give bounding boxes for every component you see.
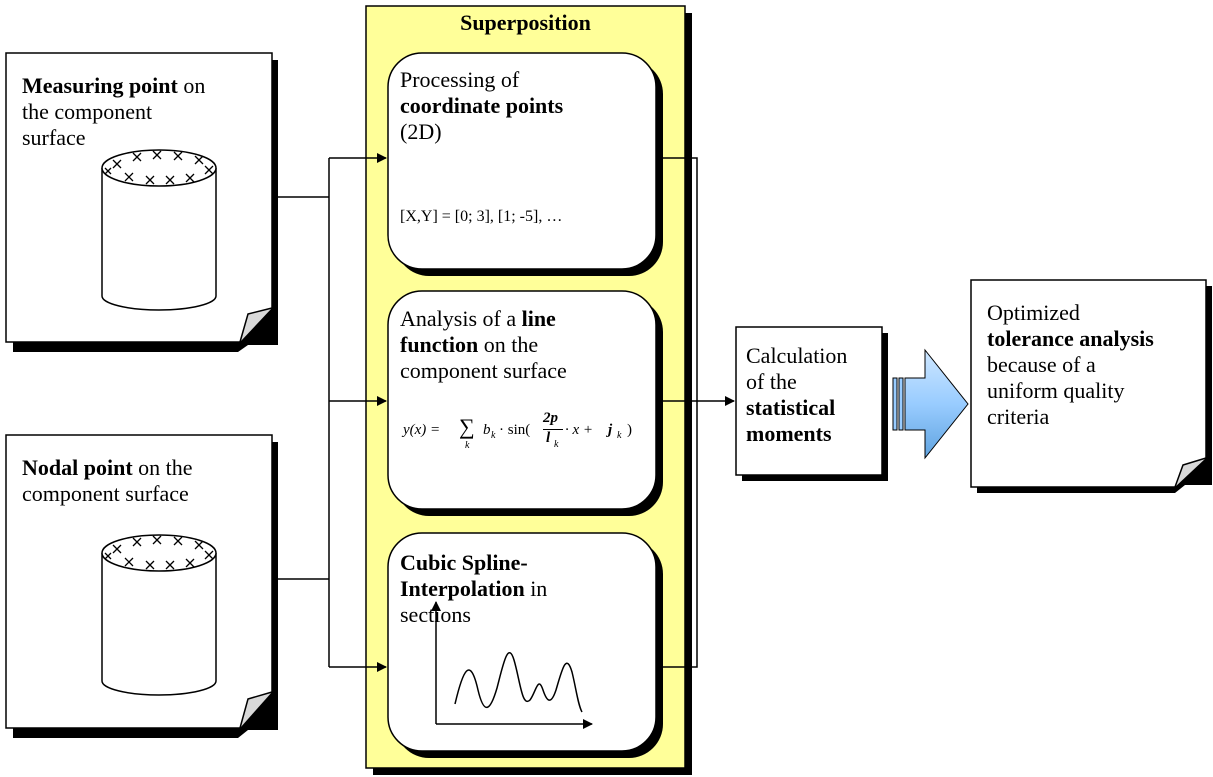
calc-bold1: statistical bbox=[746, 395, 836, 420]
connector-lines bbox=[272, 153, 735, 672]
box-line-pre: Analysis of a bbox=[400, 306, 522, 331]
superposition-title-text: Superposition bbox=[460, 10, 591, 35]
box-spline-line3: sections bbox=[400, 602, 471, 627]
box-spline-text: Cubic Spline- Interpolation in sections bbox=[400, 550, 650, 628]
doc-measuring-rest1: on bbox=[177, 73, 206, 98]
formula-frac-num: 2p bbox=[543, 410, 558, 426]
box-coordinate-example: [X,Y] = [0; 3], [1; -5], … bbox=[400, 208, 563, 225]
result-line1: Optimized bbox=[987, 300, 1080, 325]
block-arrow-icon bbox=[892, 348, 969, 460]
formula-x: · x + bbox=[565, 422, 594, 438]
result-bold: tolerance analysis bbox=[987, 326, 1154, 351]
calc-box bbox=[735, 326, 883, 476]
result-doc-text: Optimized tolerance analysis because of … bbox=[987, 300, 1202, 430]
box-spline bbox=[387, 532, 657, 752]
formula-b-sub: k bbox=[491, 430, 496, 441]
doc-measuring-line3: surface bbox=[22, 125, 86, 150]
box-line-line3: component surface bbox=[400, 358, 567, 383]
formula-b: b bbox=[483, 422, 491, 438]
formula-j-sub: k bbox=[617, 430, 622, 441]
result-doc-fold bbox=[1174, 457, 1207, 488]
box-line-bold1: line bbox=[521, 306, 556, 331]
box-spline-bold1: Cubic Spline- bbox=[400, 550, 528, 575]
result-line5: criteria bbox=[987, 404, 1050, 429]
formula-sum: ∑ bbox=[459, 414, 475, 439]
formula-sum-sub: k bbox=[465, 440, 470, 451]
doc-nodal-text: Nodal point on the component surface bbox=[22, 455, 272, 507]
doc-nodal-bold: Nodal point bbox=[22, 455, 133, 480]
calc-line1: Calculation bbox=[746, 343, 848, 368]
doc-measuring-line2: the component bbox=[22, 99, 153, 124]
calc-box-text: Calculation of the statistical moments bbox=[746, 343, 880, 447]
cylinder-measuring-icon bbox=[101, 149, 217, 311]
calc-bold2: moments bbox=[746, 421, 832, 446]
formula-sin: · sin( bbox=[499, 422, 531, 438]
box-line-bold2: function bbox=[400, 332, 479, 357]
cylinder-nodal-icon bbox=[101, 534, 217, 696]
formula-lhs: y(x) = bbox=[403, 422, 441, 438]
box-line-rest2: on the bbox=[478, 332, 539, 357]
doc-measuring-fold bbox=[239, 307, 273, 343]
formula-frac-den-sub: k bbox=[554, 439, 559, 450]
box-line-text: Analysis of a line function on the compo… bbox=[400, 306, 655, 384]
doc-measuring-text: Measuring point on the component surface bbox=[22, 73, 272, 151]
box-coordinate-bold: coordinate points bbox=[400, 93, 564, 118]
result-line3: because of a bbox=[987, 352, 1096, 377]
spline-chart-icon bbox=[431, 601, 593, 729]
doc-nodal-rest1: on the bbox=[132, 455, 193, 480]
box-spline-bold2: Interpolation bbox=[400, 576, 525, 601]
box-coordinate-line3: (2D) bbox=[400, 119, 442, 144]
superposition-title: Superposition bbox=[366, 10, 685, 36]
box-coordinate-text: Processing of coordinate points (2D) bbox=[400, 67, 650, 145]
doc-nodal-line2: component surface bbox=[22, 481, 189, 506]
formula-j: j bbox=[608, 422, 613, 438]
formula-frac-den: l bbox=[546, 430, 551, 446]
doc-nodal-fold bbox=[239, 691, 273, 729]
result-line4: uniform quality bbox=[987, 378, 1125, 403]
box-coordinate-line1: Processing of bbox=[400, 67, 520, 92]
formula-close: ) bbox=[627, 422, 632, 438]
box-line bbox=[387, 290, 657, 510]
box-coordinate bbox=[387, 52, 657, 270]
calc-line2: of the bbox=[746, 369, 797, 394]
box-spline-rest2: in bbox=[524, 576, 548, 601]
doc-measuring-bold: Measuring point bbox=[22, 73, 178, 98]
formula-frac-bar bbox=[543, 429, 563, 430]
